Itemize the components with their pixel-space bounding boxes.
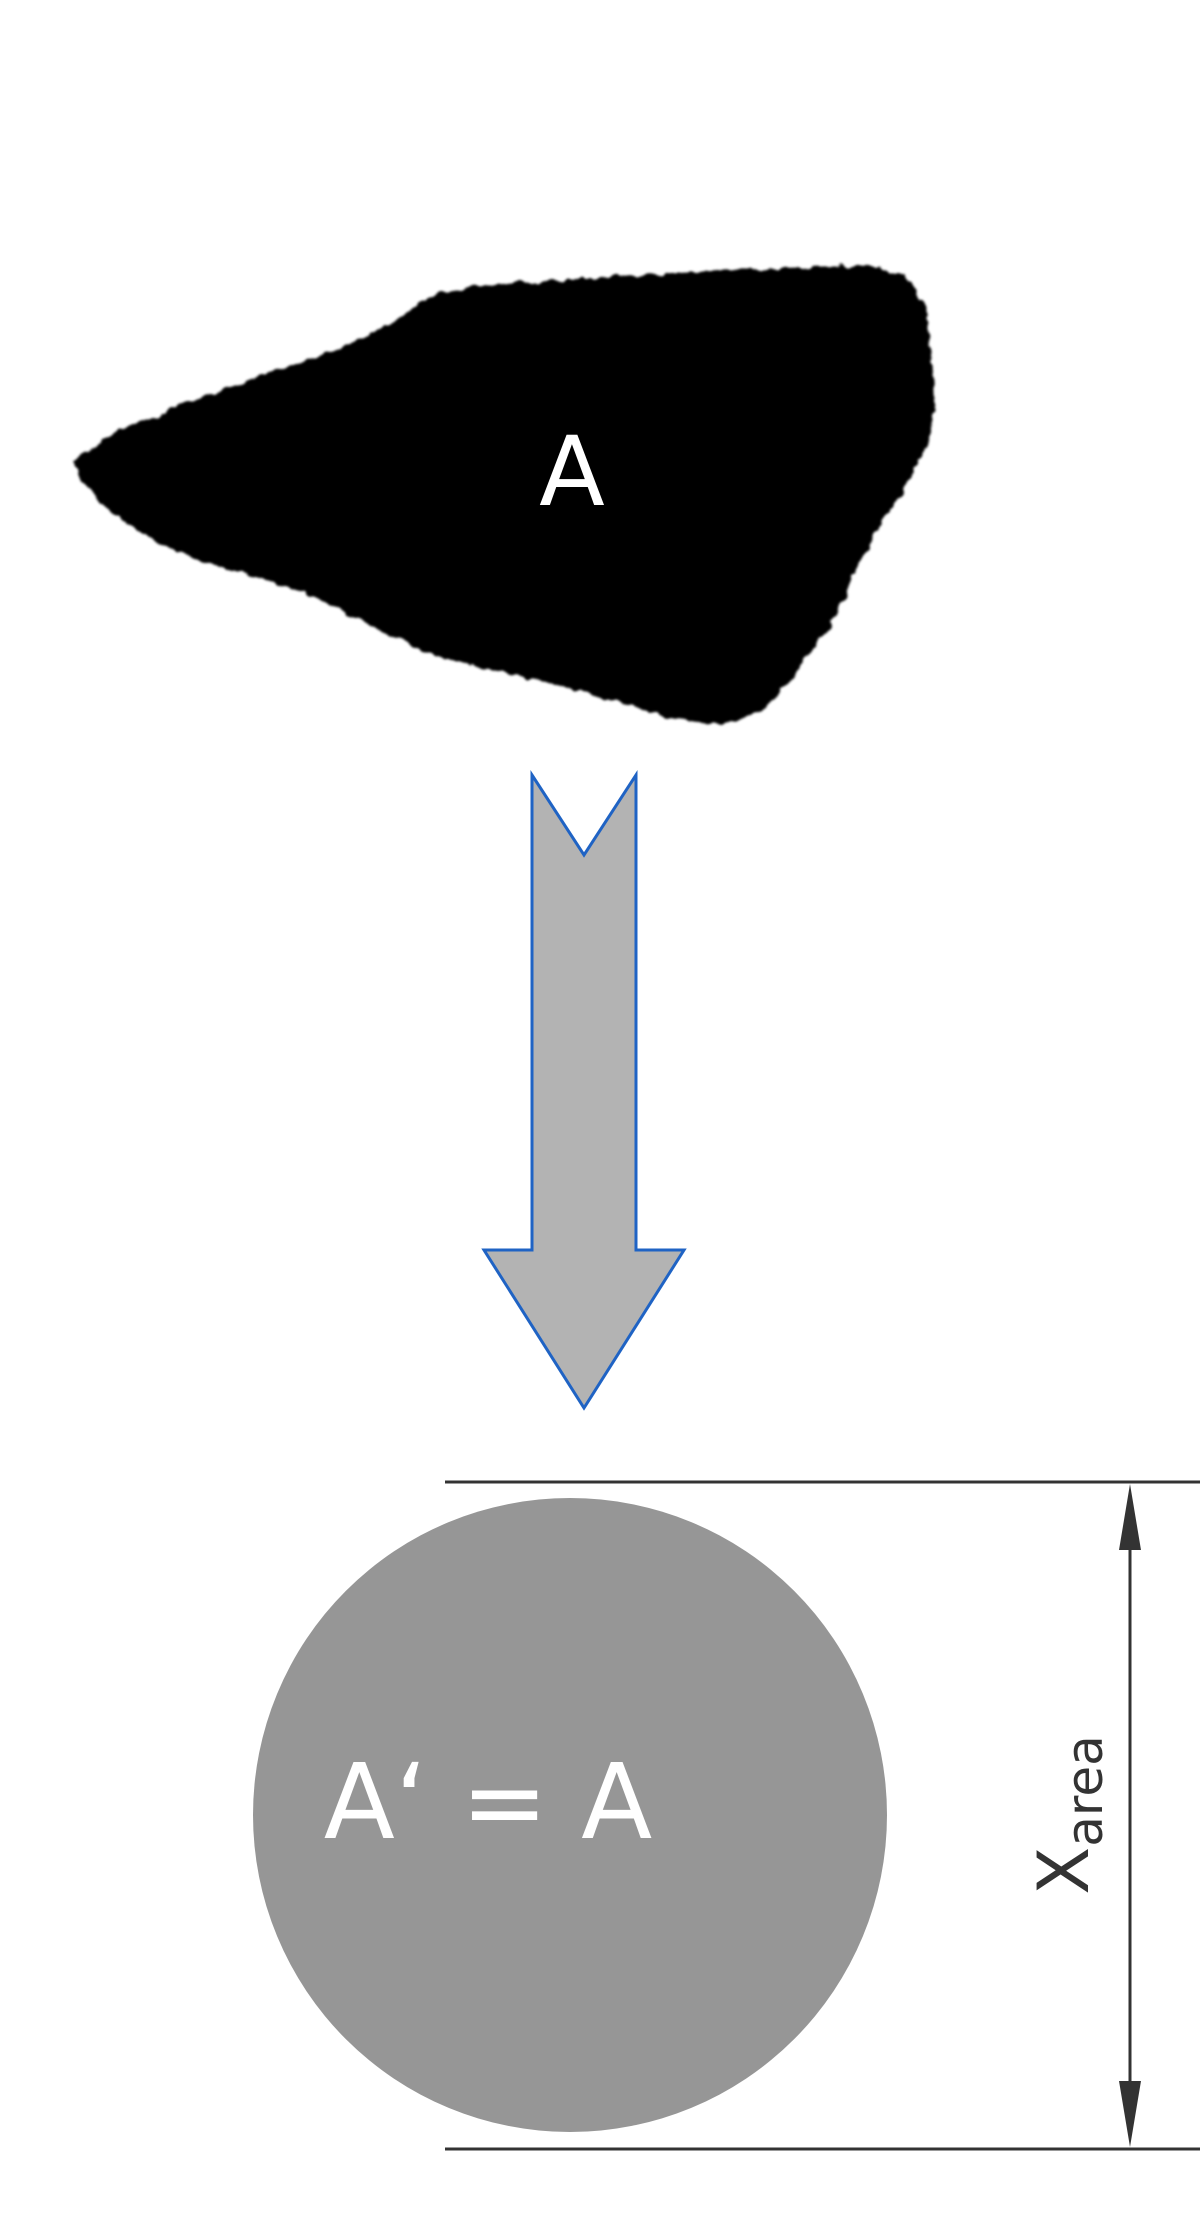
svg-text:Xarea: Xarea <box>1023 1735 1114 1894</box>
particle-label: A <box>539 416 605 528</box>
dimension-indicator: Xarea <box>445 1480 1200 2151</box>
circle-shape <box>253 1498 887 2132</box>
arrowhead-up-icon <box>1119 1484 1141 1550</box>
down-arrow-icon <box>481 769 687 1411</box>
equivalent-circle: A‘ = A <box>253 1498 887 2132</box>
dimension-symbol: X <box>1023 1847 1105 1895</box>
arrowhead-down-icon <box>1119 2081 1141 2147</box>
arrow-shape <box>481 769 687 1411</box>
dimension-label: Xarea <box>1023 1735 1114 1894</box>
dimension-subscript: area <box>1056 1735 1114 1847</box>
circle-label: A‘ = A <box>324 1741 653 1863</box>
particle-shape <box>72 265 935 725</box>
irregular-particle: A <box>72 265 935 725</box>
